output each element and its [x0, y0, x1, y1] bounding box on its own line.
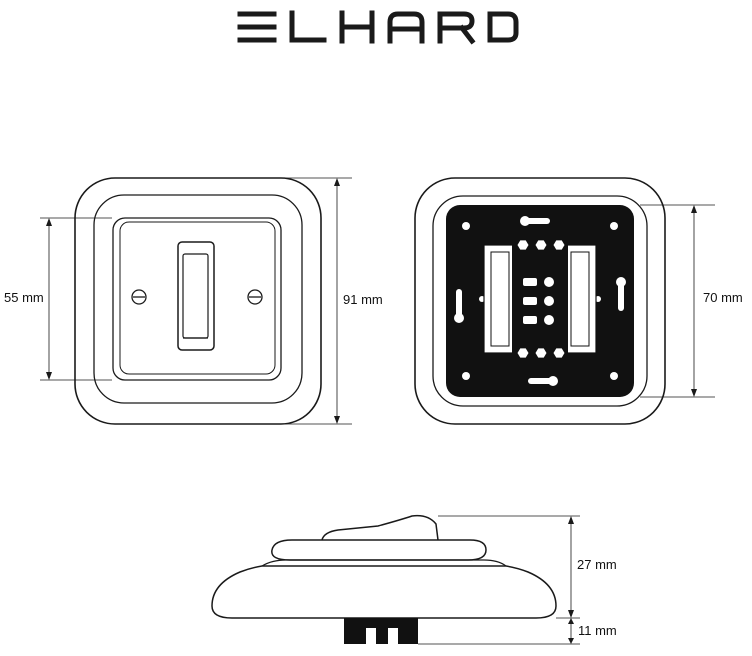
dimension-70mm [640, 204, 715, 398]
plate-holes [454, 216, 626, 386]
back-view: 70 mm [414, 177, 743, 425]
side-mechanism [344, 618, 418, 644]
front-inner-plate-edge [119, 221, 276, 375]
screw-right-icon [247, 289, 263, 305]
dimension-11mm [418, 618, 580, 645]
side-toggle [321, 514, 439, 541]
toggle-lever-icon [177, 241, 215, 351]
front-inner-plate [112, 217, 282, 381]
dimension-55mm [40, 217, 112, 381]
dim-label-11: 11 mm [578, 623, 617, 638]
front-middle-frame [93, 194, 303, 404]
dim-label-70: 70 mm [703, 290, 743, 305]
side-base [211, 565, 557, 619]
terminal-screws-icon [523, 277, 554, 325]
back-inner-frame [432, 195, 648, 407]
brand-logo [237, 10, 519, 45]
side-cover [271, 539, 487, 561]
front-view: 55 mm 91 mm [4, 177, 383, 425]
screw-left-icon [131, 289, 147, 305]
dimension-27mm [438, 515, 580, 619]
back-outer-frame [414, 177, 666, 425]
dim-label-27: 27 mm [577, 557, 617, 572]
dimension-91mm [270, 177, 352, 425]
dim-label-55: 55 mm [4, 290, 44, 305]
side-view: 27 mm 11 mm [211, 514, 617, 645]
front-outer-frame [74, 177, 322, 425]
dim-label-91: 91 mm [343, 292, 383, 307]
mechanism-block [483, 236, 597, 362]
